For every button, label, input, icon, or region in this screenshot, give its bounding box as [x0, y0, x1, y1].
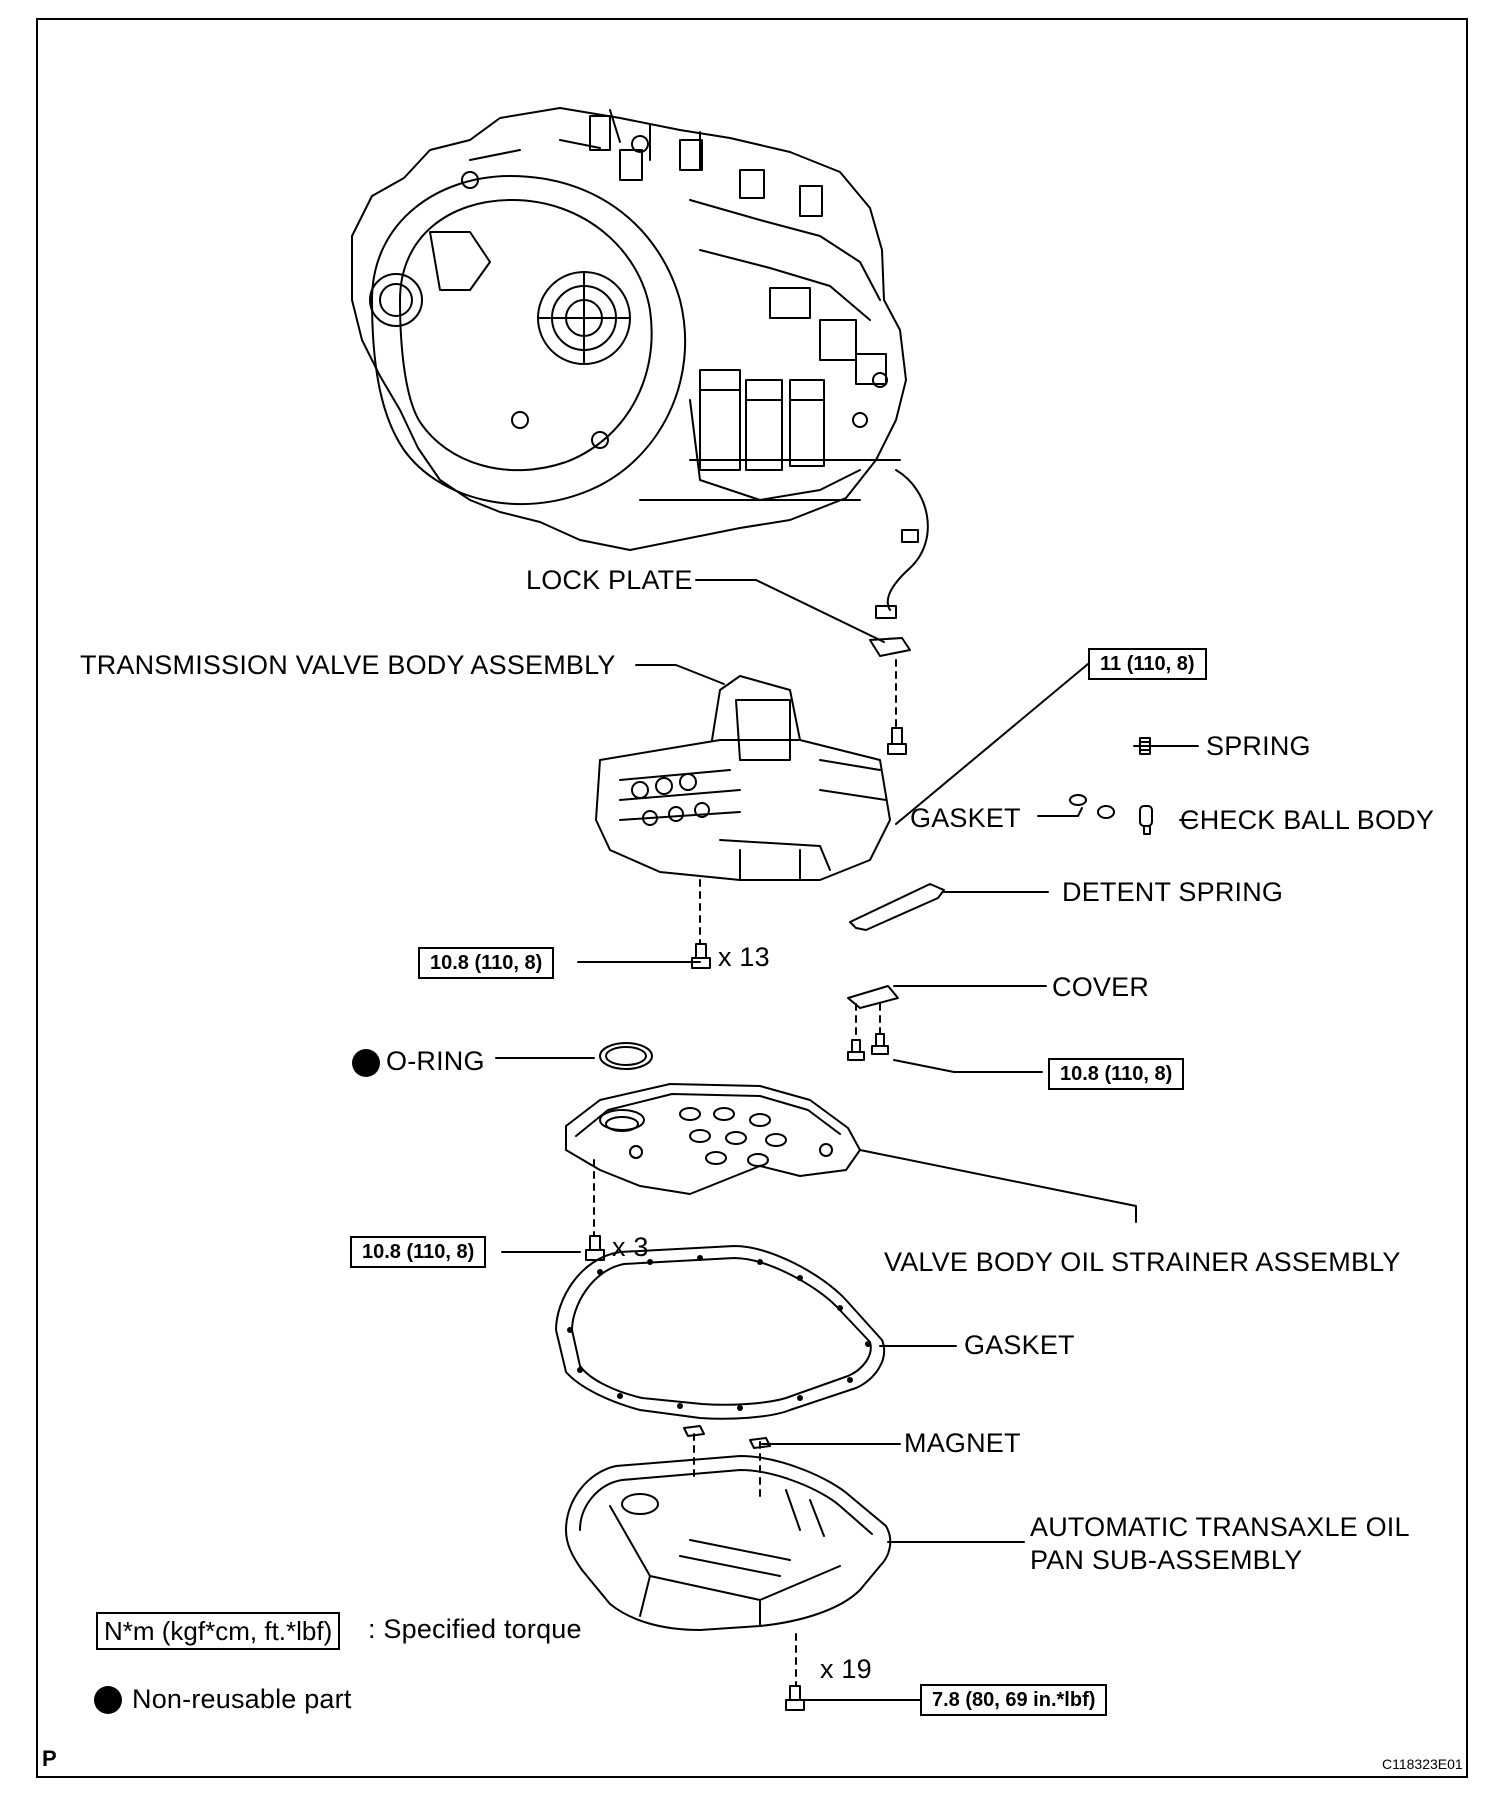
magnet-parts	[683, 1425, 771, 1449]
label-gasket-top: GASKET	[910, 803, 1021, 833]
qty-oil-pan-bolts: x 19	[820, 1654, 872, 1684]
torque-valve-body-bolts: 10.8 (110, 8)	[418, 947, 555, 979]
label-oil-pan-line2: PAN SUB-ASSEMBLY	[1030, 1545, 1303, 1575]
corner-mark: P	[42, 1746, 57, 1771]
gasket-small-part	[1069, 794, 1115, 819]
nonreusable-bullet-o-ring	[352, 1049, 380, 1077]
transaxle-assembly-drawing	[351, 107, 929, 619]
pan-gasket-drawing	[555, 1245, 886, 1420]
check-ball-body-part	[1139, 805, 1153, 835]
label-spring: SPRING	[1206, 731, 1311, 761]
oil-pan-drawing	[565, 1455, 892, 1631]
torque-oil-pan-bolts: 7.8 (80, 69 in.*lbf)	[920, 1684, 1108, 1716]
label-cover: COVER	[1052, 972, 1150, 1002]
label-check-ball-body: CHECK BALL BODY	[1180, 805, 1435, 835]
cover-bolts	[847, 1033, 889, 1061]
label-lock-plate: LOCK PLATE	[526, 565, 693, 595]
label-gasket-pan: GASKET	[964, 1330, 1075, 1360]
torque-strainer-bolts: 10.8 (110, 8)	[350, 1236, 487, 1268]
lock-plate-bolt	[887, 727, 907, 755]
legend-torque-text: : Specified torque	[368, 1614, 582, 1644]
o-ring-part	[599, 1042, 653, 1070]
legend-torque-box: N*m (kgf*cm, ft.*lbf)	[96, 1612, 341, 1650]
label-oil-pan-line1: AUTOMATIC TRANSAXLE OIL	[1030, 1512, 1410, 1542]
valve-body-drawing	[595, 675, 891, 881]
qty-valve-body-bolts: x 13	[718, 942, 770, 972]
valve-body-bolt	[691, 943, 711, 969]
label-strainer: VALVE BODY OIL STRAINER ASSEMBLY	[884, 1247, 1401, 1277]
label-valve-body: TRANSMISSION VALVE BODY ASSEMBLY	[80, 650, 616, 680]
label-o-ring: O-RING	[386, 1046, 485, 1076]
oil-strainer-drawing	[565, 1083, 861, 1195]
leader-lines	[495, 579, 1199, 1701]
label-magnet: MAGNET	[904, 1428, 1021, 1458]
label-detent-spring: DETENT SPRING	[1062, 877, 1284, 907]
detent-spring-part	[849, 883, 945, 931]
strainer-bolt	[585, 1235, 605, 1261]
figure-id: C118323E01	[1382, 1756, 1463, 1772]
figure-frame	[36, 18, 1468, 1778]
oil-pan-bolt	[785, 1685, 805, 1711]
qty-strainer-bolts: x 3	[612, 1232, 649, 1262]
torque-lock-plate-bolt: 11 (110, 8)	[1088, 648, 1207, 680]
cover-part	[847, 985, 899, 1009]
legend-nonreusable-text: Non-reusable part	[132, 1684, 352, 1714]
legend-nonreusable-bullet	[94, 1686, 122, 1714]
torque-cover-bolts: 10.8 (110, 8)	[1048, 1058, 1185, 1090]
lock-plate-part	[869, 637, 911, 657]
spring-part	[1139, 737, 1151, 755]
